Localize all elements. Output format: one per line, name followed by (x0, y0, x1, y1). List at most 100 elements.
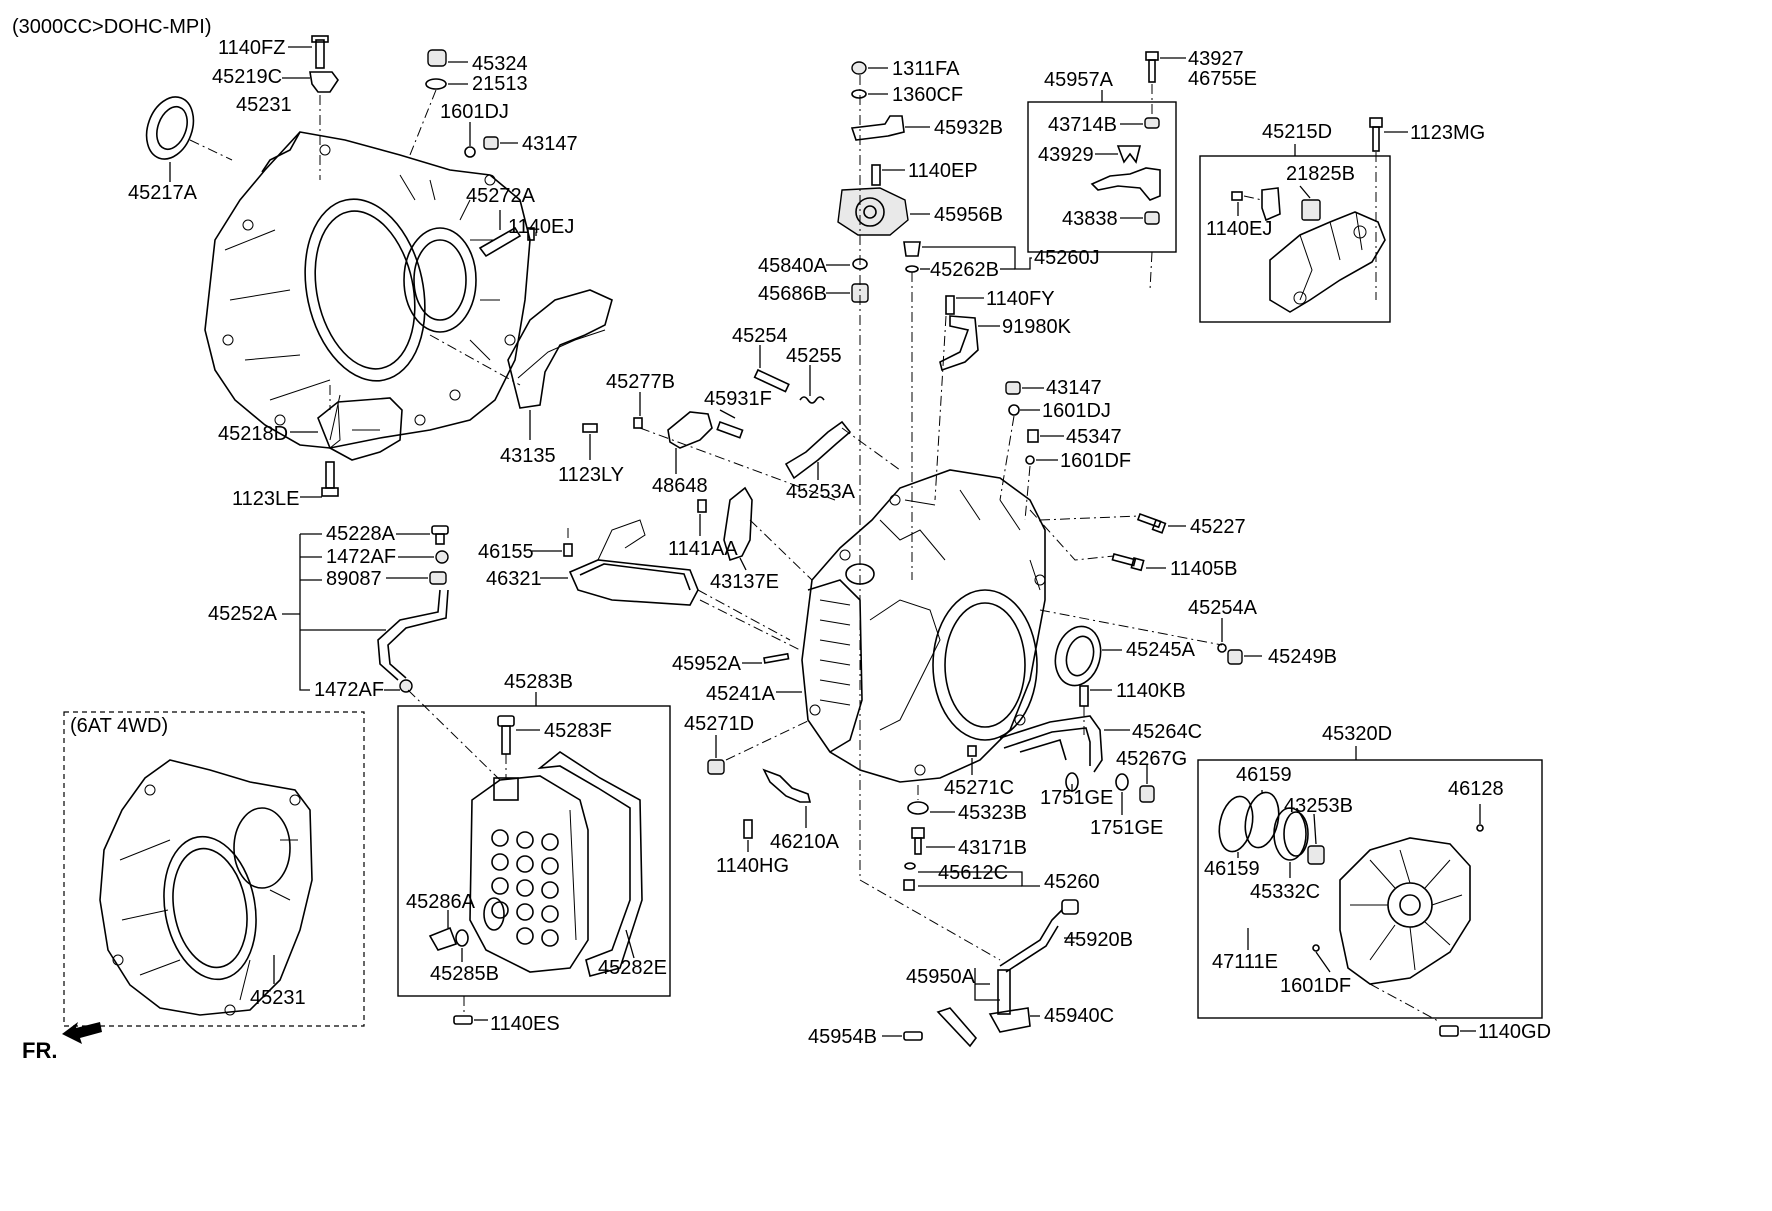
retainer-45332C (1273, 807, 1309, 861)
assembly-box-45283B (397, 705, 671, 997)
label-45272A: 45272A (466, 185, 536, 207)
label-46159-a: 46159 (1236, 764, 1292, 786)
bolt-45954B (903, 1031, 923, 1041)
label-43838: 43838 (1062, 208, 1118, 230)
label-45347: 45347 (1066, 426, 1122, 448)
front-indicator: FR. (22, 1038, 57, 1063)
washer-1360CF (851, 89, 867, 99)
cover-43137E (723, 486, 753, 562)
label-45255: 45255 (786, 345, 842, 367)
label-45252A: 45252A (208, 603, 278, 625)
seal-45285B (483, 897, 505, 931)
valve-body-45283B (469, 775, 589, 973)
label-1601DF-a: 1601DF (1060, 450, 1131, 472)
ball-1601DJ-b (1008, 404, 1020, 416)
pin-45952A (763, 652, 790, 664)
plug-45249B (1227, 649, 1243, 665)
ball-1601DF-a (1025, 455, 1035, 465)
variant-box-title: (6AT 4WD) (70, 715, 168, 737)
plug-45271D (707, 759, 725, 775)
label-43135: 43135 (500, 445, 556, 467)
variant-box (63, 711, 365, 1027)
label-1601DJ-a: 1601DJ (440, 101, 509, 123)
label-1140KB: 1140KB (1116, 680, 1186, 702)
label-45277B: 45277B (606, 371, 675, 393)
clip-43929 (1116, 145, 1142, 164)
label-1123MG: 1123MG (1410, 122, 1485, 144)
plug-45347 (1027, 429, 1039, 443)
part-labels: 1140FZ 45219C 45231 45217A 45324 21513 1… (70, 37, 1551, 1048)
bolt-1141AA (697, 499, 707, 513)
gasket-45282E (537, 751, 643, 977)
label-46128: 46128 (1448, 778, 1504, 800)
label-43147-b: 43147 (1046, 377, 1102, 399)
lever-48648 (667, 411, 744, 449)
label-46159-b: 46159 (1204, 858, 1260, 880)
bolt-1140ES (453, 1015, 473, 1025)
bolt-1140EJ-a (527, 227, 535, 241)
label-45231-4wd: 45231 (250, 987, 306, 1009)
label-89087: 89087 (326, 568, 382, 590)
label-91980K: 91980K (1002, 316, 1072, 338)
label-45227: 45227 (1190, 516, 1246, 538)
bracket-45950A (936, 1007, 978, 1048)
label-1140EJ-b: 1140EJ (1206, 218, 1272, 240)
rear-cover-45320D (1339, 837, 1471, 985)
label-45285B: 45285B (430, 963, 499, 985)
ball-45254A (1217, 643, 1227, 653)
o-ring-46159-b (1244, 791, 1280, 849)
pin-45272A (478, 226, 522, 258)
label-45954B: 45954B (808, 1026, 877, 1048)
label-45260J: 45260J (1034, 247, 1100, 269)
label-1601DJ-b: 1601DJ (1042, 400, 1111, 422)
bolt-1140KB (1079, 685, 1089, 707)
label-45282E: 45282E (598, 957, 667, 979)
label-45271D: 45271D (684, 713, 754, 735)
o-ring-46159-a (1218, 795, 1254, 853)
spring-45255 (799, 396, 825, 404)
detent-45253A (784, 420, 852, 480)
label-45920B: 45920B (1064, 929, 1133, 951)
plug-43147-b (1005, 381, 1021, 395)
bolt-1140FY (945, 295, 955, 315)
bracket-46210A (762, 768, 812, 803)
label-1140GD: 1140GD (1478, 1021, 1551, 1043)
o-ring-45612C (904, 862, 916, 870)
bushing-43838 (1144, 211, 1160, 225)
label-1140FY: 1140FY (986, 288, 1055, 310)
label-45231: 45231 (236, 94, 292, 116)
nut-1311FA (851, 61, 867, 75)
label-45286A: 45286A (406, 891, 476, 913)
label-48648: 48648 (652, 475, 708, 497)
label-45283B: 45283B (504, 671, 573, 693)
plug-45267G (1139, 785, 1155, 803)
bolt-45277B (633, 417, 643, 429)
block-21825B (1301, 199, 1321, 221)
bolt-1140EP (871, 164, 881, 186)
label-1140EP: 1140EP (908, 160, 978, 182)
label-45956B: 45956B (934, 204, 1003, 226)
label-1140HG: 1140HG (716, 855, 789, 877)
oil-seal-45217A (145, 96, 195, 160)
label-45932B: 45932B (934, 117, 1003, 139)
label-45324: 45324 (472, 53, 528, 75)
label-45320D: 45320D (1322, 723, 1392, 745)
label-46210A: 46210A (770, 831, 840, 853)
bracket-91980K (939, 315, 979, 372)
label-43147-a: 43147 (522, 133, 578, 155)
engine-note: (3000CC>DOHC-MPI) (12, 16, 211, 38)
label-1360CF: 1360CF (892, 84, 963, 106)
clamp-89087 (429, 571, 447, 585)
solenoid-45283F (497, 715, 515, 755)
label-45686B: 45686B (758, 283, 827, 305)
label-1751GE-a: 1751GE (1040, 787, 1113, 809)
label-45254: 45254 (732, 325, 788, 347)
label-46155: 46155 (478, 541, 534, 563)
label-45228A: 45228A (326, 523, 396, 545)
label-45332C: 45332C (1250, 881, 1320, 903)
plug-43147-a (483, 136, 499, 150)
label-45254A: 45254A (1188, 597, 1258, 619)
fitting-45228A (431, 525, 449, 545)
label-45219C: 45219C (212, 66, 282, 88)
